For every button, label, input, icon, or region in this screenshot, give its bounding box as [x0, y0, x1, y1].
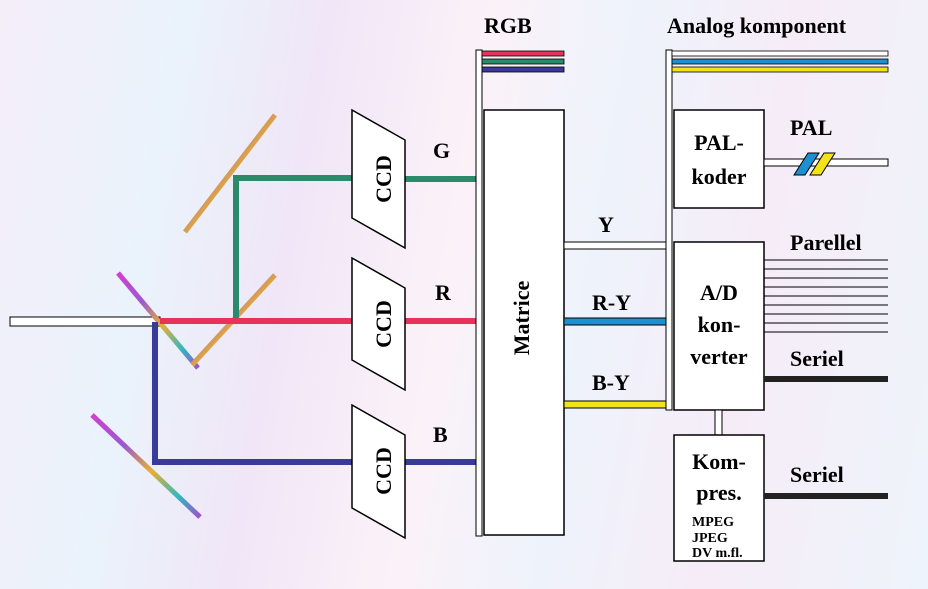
matrice-box [483, 109, 565, 536]
y-label: Y [598, 212, 614, 237]
seriel-output-line-1 [764, 376, 888, 382]
analog-label: Analog komponent [667, 13, 847, 38]
seriel-label-2: Seriel [790, 462, 844, 487]
rgb-red-line [481, 50, 565, 57]
ccd-green: CCD [351, 108, 406, 250]
parallel-output-lines [764, 259, 888, 333]
mirror-middle-a [116, 271, 200, 370]
rgb-green-line [481, 58, 565, 65]
b-y-label: B-Y [592, 370, 630, 395]
r-y-label: R-Y [592, 290, 631, 315]
b-label: B [433, 422, 448, 447]
pal-label: PAL [790, 115, 832, 140]
ccd-label: CCD [371, 155, 396, 203]
matrice-label: Matrice [509, 281, 534, 356]
ad-label-line3: verter [690, 344, 748, 369]
analog-yellow-line [671, 66, 889, 73]
mpeg-label: MPEG [692, 515, 734, 530]
input-beam [9, 316, 161, 327]
rgb-label: RGB [484, 13, 532, 38]
ccd-blue: CCD [351, 403, 406, 540]
mirror-bottom [90, 413, 202, 519]
b-y-line [563, 400, 667, 409]
mirror-top [183, 113, 277, 234]
g-label: G [433, 138, 450, 163]
analog-bus-bar [665, 49, 673, 411]
analog-cyan-line [671, 58, 889, 65]
rgb-blue-line [481, 66, 565, 73]
dv-label: DV m.fl. [692, 546, 743, 561]
seriel-output-line-2 [764, 493, 888, 499]
parellel-label: Parellel [790, 230, 862, 255]
rgb-bus-bar [475, 49, 483, 537]
ad-kompres-connector [714, 409, 723, 436]
r-y-line [563, 317, 667, 326]
jpeg-label: JPEG [692, 531, 728, 546]
pal-signal-marker [793, 152, 836, 176]
seriel-label-1: Seriel [790, 346, 844, 371]
ad-label-line1: A/D [700, 280, 738, 305]
y-line [563, 241, 667, 250]
pal-koder-label-line2: koder [692, 164, 747, 189]
ad-converter-box [673, 241, 765, 411]
ccd-label: CCD [371, 300, 396, 348]
kompres-label-line1: Kom- [692, 449, 746, 474]
r-label: R [435, 280, 452, 305]
kompres-label-line2: pres. [696, 480, 741, 505]
ccd-red: CCD [351, 256, 406, 392]
ad-label-line2: kon- [698, 312, 741, 337]
pal-koder-label-line1: PAL- [694, 130, 744, 155]
ccd-label: CCD [371, 447, 396, 495]
analog-white-line [671, 50, 889, 57]
pal-koder-box [673, 109, 765, 209]
